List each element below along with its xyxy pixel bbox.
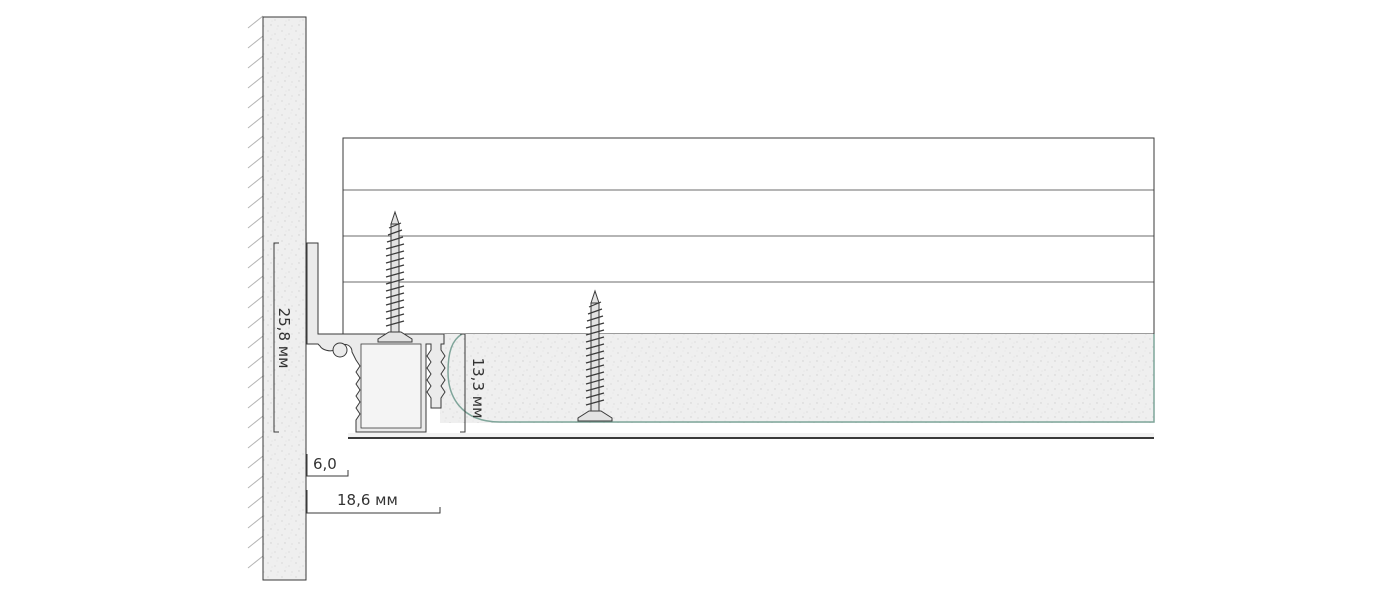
ceiling-layers (342, 137, 1155, 335)
stretch-film (447, 333, 1155, 423)
dimension-profile-width: 18,6 мм (306, 490, 441, 514)
wall-hatching (247, 15, 264, 569)
wall-panel (262, 16, 307, 581)
dimension-label-profile-width: 18,6 мм (337, 491, 398, 509)
wall (247, 15, 307, 581)
dimension-label-channel-height: 13,3 мм (469, 358, 487, 419)
dimension-profile-height: 25,8 мм (273, 242, 293, 433)
plaster-infill (440, 334, 1154, 423)
dimension-channel-height: 13,3 мм (460, 333, 487, 433)
dimension-label-wall-gap: 6,0 (313, 455, 337, 473)
dimension-label-profile-height: 25,8 мм (275, 308, 293, 369)
dimension-wall-gap: 6,0 (306, 454, 349, 477)
profile-bead (332, 342, 348, 358)
profile-inner-channel (360, 343, 422, 429)
bottom-trim (348, 433, 1154, 439)
